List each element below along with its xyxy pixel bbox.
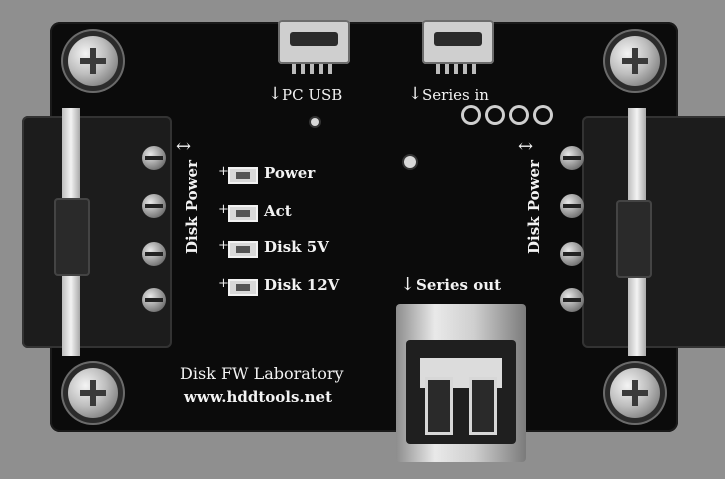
via [404, 156, 416, 168]
terminal-screw-icon [142, 146, 166, 170]
terminal-screw-icon [142, 288, 166, 312]
terminal-screw-icon [560, 146, 584, 170]
led-icon [228, 167, 258, 184]
disk-power-right-arrow: ↔ [518, 136, 534, 157]
header-pad [536, 108, 550, 122]
pc-usb-connector[interactable] [278, 20, 350, 74]
screw-icon [68, 36, 118, 86]
screw-icon [610, 36, 660, 86]
disk-power-right-label: Disk Power [525, 160, 543, 255]
series-in-connector[interactable] [422, 20, 494, 74]
series-in-label: Series in [422, 86, 489, 104]
terminal-screw-icon [560, 242, 584, 266]
pc-usb-label: PC USB [282, 86, 343, 104]
header-pad [464, 108, 478, 122]
terminal-screw-icon [560, 194, 584, 218]
disk-power-left-label: Disk Power [183, 160, 201, 255]
led-disk-5v: + Disk 5V [218, 238, 329, 258]
led-label: Disk 5V [264, 238, 329, 256]
series-out-arrow: ↓ [400, 274, 416, 295]
via [311, 118, 319, 126]
series-out-connector[interactable] [396, 304, 526, 462]
series-in-arrow: ↓ [408, 84, 423, 104]
website-label: www.hddtools.net [184, 388, 333, 406]
led-label: Disk 12V [264, 276, 340, 294]
led-icon [228, 241, 258, 258]
led-icon [228, 205, 258, 222]
header-pad [512, 108, 526, 122]
led-label: Power [264, 164, 316, 182]
terminal-screw-icon [142, 242, 166, 266]
maker-label: Disk FW Laboratory [180, 364, 344, 383]
screw-icon [610, 368, 660, 418]
header-pad [488, 108, 502, 122]
terminal-screw-icon [142, 194, 166, 218]
led-act: + Act [218, 202, 292, 222]
led-icon [228, 279, 258, 296]
pcb-board: ↓ PC USB ↓ Series in ↔ Disk Power ↔ Disk… [22, 20, 725, 432]
terminal-screw-icon [560, 288, 584, 312]
disk-power-left-arrow: ↔ [176, 136, 192, 157]
led-label: Act [264, 202, 292, 220]
terminal-block-right [582, 108, 725, 356]
pc-usb-arrow: ↓ [268, 84, 283, 104]
screw-icon [68, 368, 118, 418]
led-disk-12v: + Disk 12V [218, 276, 340, 296]
series-out-label: Series out [416, 276, 502, 294]
led-power: + Power [218, 164, 316, 184]
